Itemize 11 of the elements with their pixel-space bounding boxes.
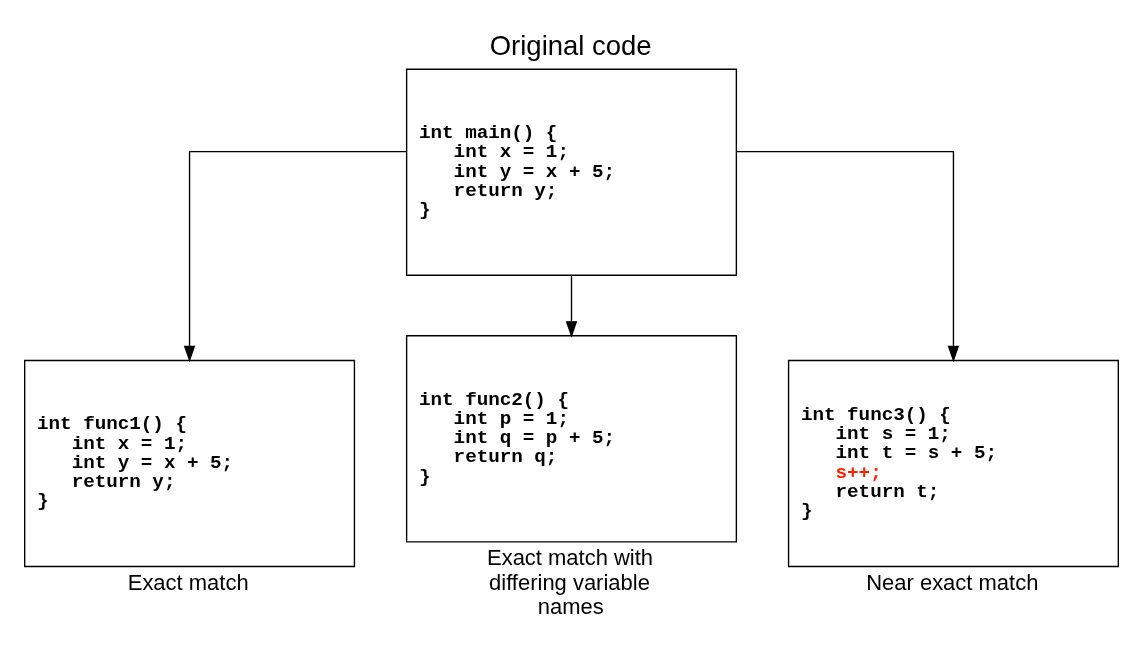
node-label: Near exact match [866,569,1039,595]
node-label: Exact match with differing variable names [487,544,654,619]
node-label: Exact match [127,569,249,595]
node-box: int main() { int x = 1; int y = x + 5; return y; } [405,68,738,276]
arrow [565,274,578,338]
arrow [183,150,407,362]
node-box: int func2() { int p = 1; int q = p + 5; return q; } [405,334,738,542]
node-label: Original code [489,29,652,61]
node-box: int func1() { int x = 1; int y = x + 5; return y; } [24,359,356,567]
node-box: int func3() { int s = 1; int t = s + 5; s++; return t; } [787,359,1119,567]
arrow [736,150,960,362]
